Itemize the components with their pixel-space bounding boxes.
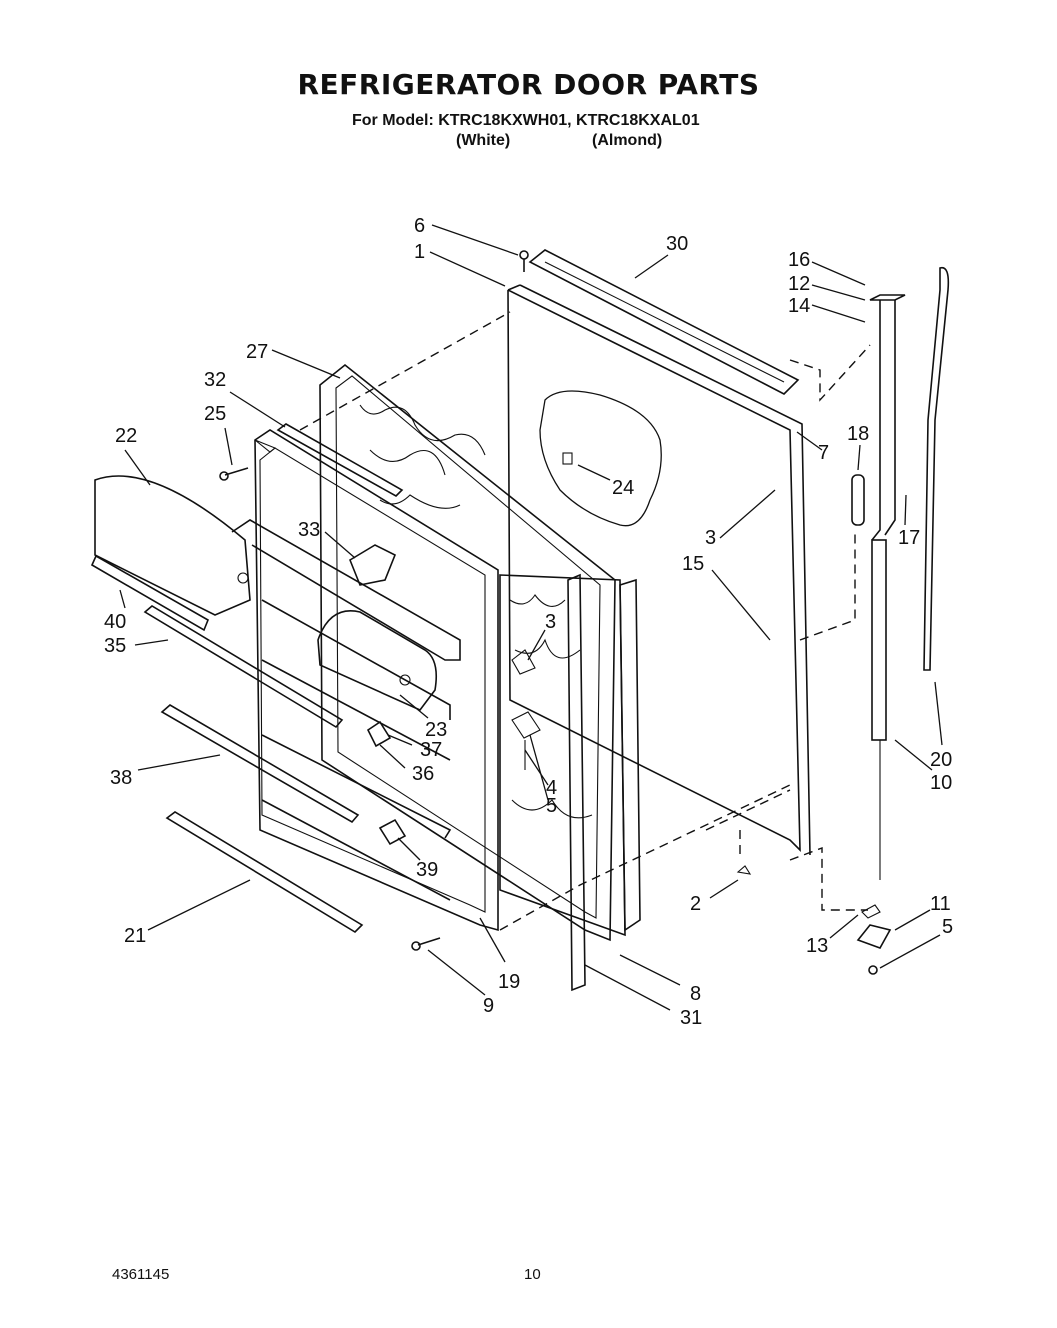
page-number: 10 (524, 1266, 541, 1283)
bar-21 (165, 811, 364, 934)
callout-33: 33 (298, 519, 320, 541)
callout-40: 40 (104, 611, 126, 633)
top-trim-30 (528, 249, 800, 395)
callout-15: 15 (682, 553, 704, 575)
door-shelves (231, 519, 461, 901)
callout-32: 32 (204, 369, 226, 391)
callout-2: 2 (690, 893, 701, 915)
callouts: 6 1 30 16 12 14 27 32 25 22 7 18 24 33 3… (104, 215, 953, 1029)
butter-door-33 (349, 544, 397, 586)
part-18 (851, 474, 865, 526)
callout-17: 17 (898, 527, 920, 549)
foam-panel (499, 574, 626, 937)
gasket-strip-31 (567, 573, 586, 992)
page-title: REFRIGERATOR DOOR PARTS (297, 68, 760, 101)
door-gasket-27 (319, 363, 616, 942)
callout-37: 37 (420, 739, 442, 761)
callout-39: 39 (416, 859, 438, 881)
inner-door-liner (254, 429, 499, 932)
lower-hinge (736, 865, 892, 975)
callout-9: 9 (483, 995, 494, 1017)
bar-38 (160, 704, 360, 824)
callout-20: 20 (930, 749, 952, 771)
gasket-strip-8 (619, 578, 641, 932)
callout-35: 35 (104, 635, 126, 657)
callout-31: 31 (680, 1007, 702, 1029)
callout-3b: 3 (545, 611, 556, 633)
callout-5b: 5 (942, 916, 953, 938)
callout-16: 16 (788, 249, 810, 271)
callout-5a: 5 (546, 795, 557, 817)
callout-36: 36 (412, 763, 434, 785)
callout-30: 30 (666, 233, 688, 255)
retainer-22 (94, 475, 251, 616)
callout-22: 22 (115, 425, 137, 447)
callout-14: 14 (788, 295, 810, 317)
callout-7: 7 (818, 442, 829, 464)
screw-6 (519, 250, 529, 272)
callout-10: 10 (930, 772, 952, 794)
hinge-bracket (869, 294, 906, 541)
outer-door-panel (507, 284, 811, 856)
screw-9 (411, 937, 441, 951)
callout-25: 25 (204, 403, 226, 425)
callout-8: 8 (690, 983, 701, 1005)
screw-25 (219, 467, 249, 481)
callout-12: 12 (788, 273, 810, 295)
callout-21: 21 (124, 925, 146, 947)
callout-19: 19 (498, 971, 520, 993)
bar-35 (143, 605, 344, 729)
callout-23: 23 (425, 719, 447, 741)
callout-13: 13 (806, 935, 828, 957)
callout-27: 27 (246, 341, 268, 363)
leader-lines (119, 224, 943, 1011)
variant-white: (White) (456, 132, 511, 149)
callout-1: 1 (414, 241, 425, 263)
callout-18: 18 (847, 423, 869, 445)
callout-38: 38 (110, 767, 132, 789)
trim-40 (90, 554, 210, 632)
door-seal-20 (923, 266, 950, 671)
dairy-door-23 (317, 610, 438, 711)
variant-almond: (Almond) (592, 132, 663, 149)
clip-37 (366, 720, 392, 748)
clip-39 (378, 818, 407, 846)
callout-6: 6 (414, 215, 425, 237)
callout-4: 4 (546, 777, 557, 799)
hinge-plates (511, 649, 541, 770)
callout-11: 11 (930, 893, 951, 915)
label-area (539, 390, 662, 527)
callout-3a: 3 (705, 527, 716, 549)
handle-strip-10 (871, 539, 887, 880)
callout-24: 24 (612, 477, 634, 499)
model-line: For Model: KTRC18KXWH01, KTRC18KXAL01 (352, 112, 700, 129)
document-number: 4361145 (112, 1266, 170, 1283)
